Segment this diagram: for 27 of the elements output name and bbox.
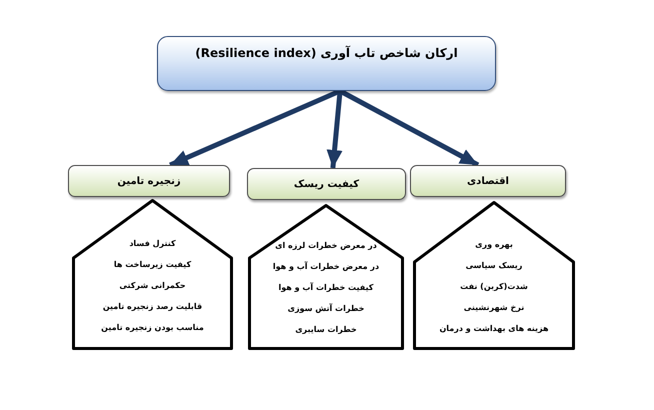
- house-panel: [72, 198, 233, 350]
- arrow: [326, 90, 343, 168]
- criterion-text: حکمرانی شرکتی: [119, 281, 186, 291]
- criterion-text: ریسک سیاسی: [466, 261, 522, 271]
- house-panel: [248, 203, 404, 350]
- category-box: [68, 165, 230, 197]
- criterion-text: بهره وری: [475, 240, 513, 250]
- category-box: [247, 168, 406, 200]
- category-label: اقتصادی: [467, 176, 509, 186]
- criterion-text: مناسب بودن زنجیره تامین: [101, 323, 204, 333]
- criterion-text: نرخ شهرنشینی: [464, 303, 524, 313]
- criterion-text: خطرات سایبری: [295, 325, 357, 335]
- criterion-text: کنترل فساد: [129, 239, 176, 249]
- title-box: [157, 36, 496, 91]
- title-text: ارکان شاخص تاب آوری (Resilience index): [195, 46, 458, 60]
- category-label: زنجیره تامین: [117, 176, 181, 186]
- criterion-text: کیفیت خطرات آب و هوا: [278, 283, 374, 293]
- criterion-text: خطرات آتش سوزی: [288, 304, 364, 314]
- category-label: کیفیت ریسک: [294, 178, 360, 190]
- category-box: [410, 165, 566, 197]
- criterion-text: در معرض خطرات لرزه ای: [275, 241, 377, 251]
- criterion-text: شدت(کربن) نفت: [460, 282, 528, 292]
- criterion-text: در معرض خطرات آب و هوا: [272, 262, 380, 272]
- criterion-text: کیفیت زیرساخت ها: [114, 260, 192, 270]
- criterion-text: قابلیت رصد زنجیره تامین: [102, 302, 202, 312]
- criterion-text: هزینه های بهداشت و درمان: [439, 324, 549, 334]
- house-panel: [413, 200, 575, 350]
